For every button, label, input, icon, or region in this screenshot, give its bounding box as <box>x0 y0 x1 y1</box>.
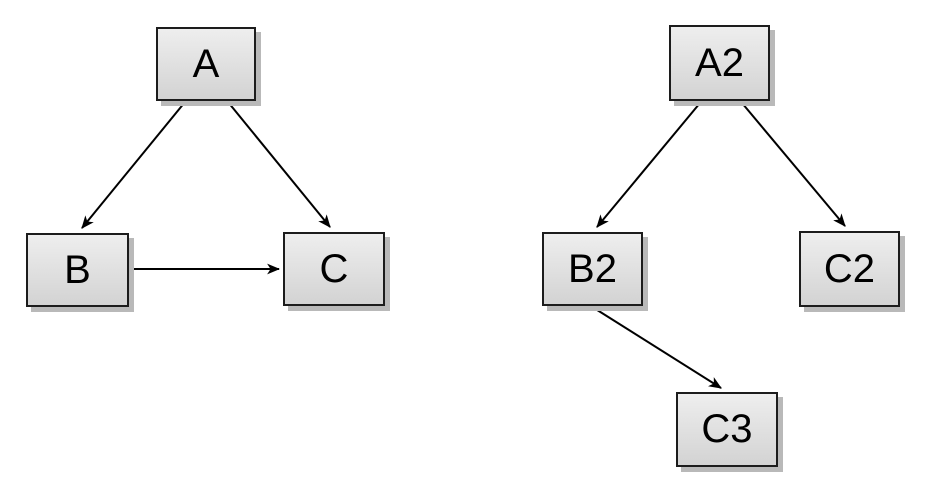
edge-A-B <box>81 101 186 229</box>
node-A2: A2 <box>669 25 770 101</box>
edge-B2-C3 <box>593 307 722 389</box>
edge-A-C <box>227 101 331 228</box>
node-label-C3: C3 <box>701 407 753 451</box>
node-B: B <box>26 233 129 307</box>
node-C3: C3 <box>676 392 778 467</box>
edge-A2-B2 <box>596 102 701 228</box>
node-label-B2: B2 <box>568 246 617 291</box>
node-C2: C2 <box>799 231 900 307</box>
edge-A2-C2 <box>741 102 846 227</box>
node-label-A: A <box>192 41 220 86</box>
node-A: A <box>156 27 256 101</box>
node-label-C2: C2 <box>823 246 876 291</box>
node-C: C <box>283 232 385 306</box>
node-B2: B2 <box>542 232 643 306</box>
node-label-A2: A2 <box>695 40 744 85</box>
node-label-C: C <box>319 246 349 291</box>
node-label-B: B <box>64 247 91 292</box>
